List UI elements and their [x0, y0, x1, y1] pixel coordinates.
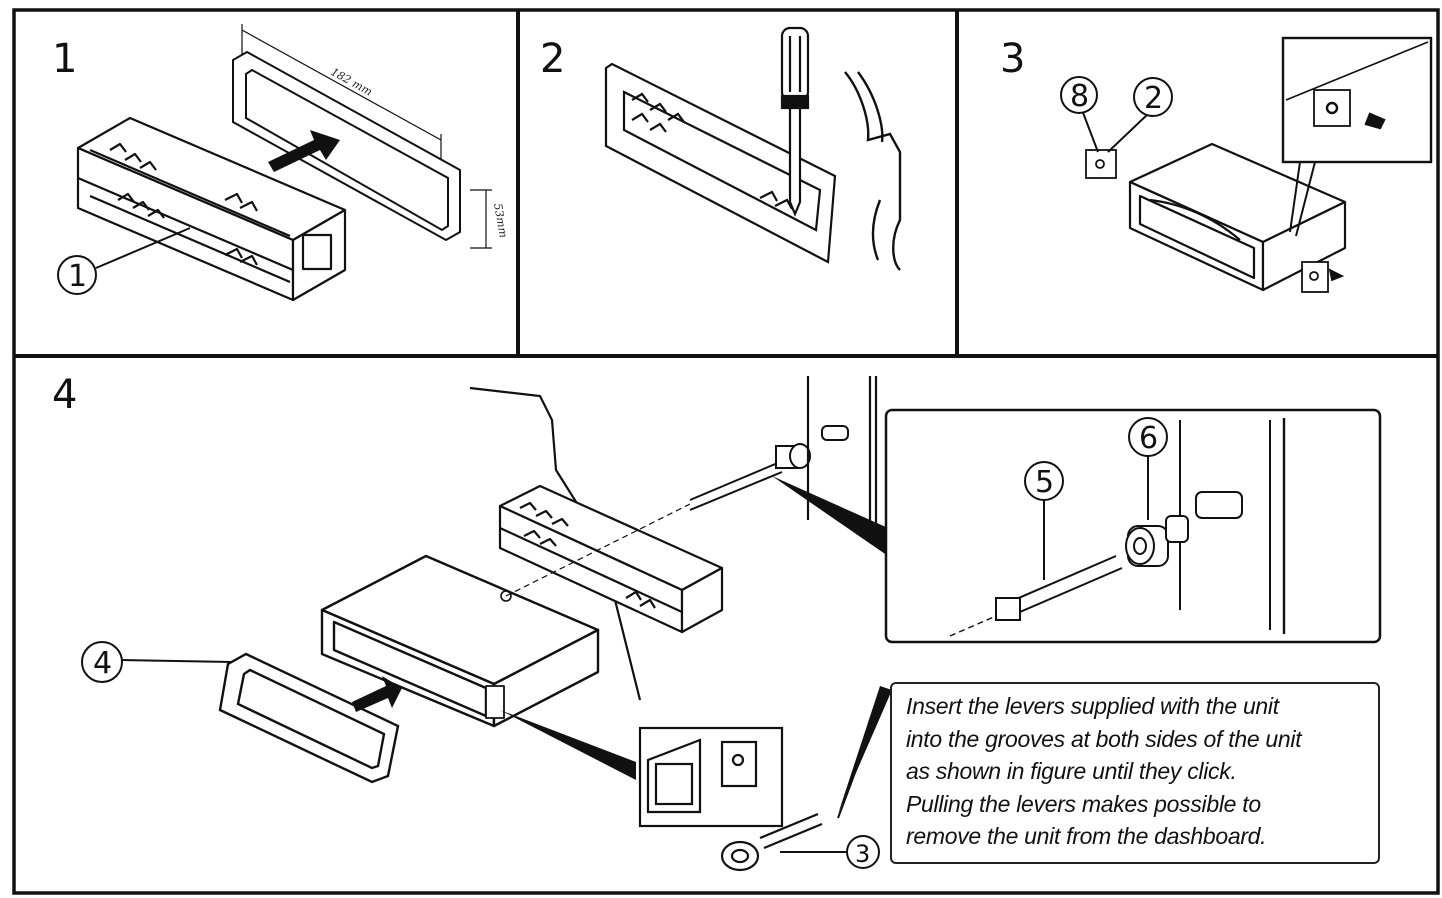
instruction-box: Insert the levers supplied with the unit…: [890, 682, 1380, 864]
callout-label-5: 5: [1035, 465, 1054, 500]
callout-circle-6: [1128, 417, 1168, 457]
screwdriver-icon: [780, 26, 810, 217]
mounting-sleeve-installed: [498, 484, 724, 634]
trim-ring: [218, 652, 400, 784]
dashboard-edge: [844, 71, 902, 271]
callout-label-3: 3: [855, 840, 870, 868]
guide-line: [505, 503, 691, 597]
instruction-line-4: Pulling the levers makes possible to: [906, 790, 1261, 817]
lever-callout-pointer: [838, 686, 892, 814]
instruction-line-5: remove the unit from the dashboard.: [906, 823, 1267, 849]
callout-circle-5: [1024, 461, 1064, 501]
bracket-left: [1085, 149, 1117, 179]
zoom-inset-bolt: 5 6: [884, 408, 1382, 644]
panel-4: 4 4: [52, 372, 1382, 872]
mounting-sleeve: [76, 116, 347, 302]
outer-frame: [12, 8, 1440, 895]
callout-circle-3: [846, 835, 880, 869]
callout-circle-1: [57, 255, 97, 295]
trim-insert-arrow: [352, 676, 402, 712]
callout-circle-8: [1060, 76, 1098, 114]
step-number-2: 2: [540, 36, 565, 82]
step-number-3: 3: [1000, 36, 1025, 82]
dimension-lines: [241, 24, 492, 249]
insert-arrow: [268, 130, 340, 172]
back-strap-bolt: [689, 425, 849, 511]
step-number-4: 4: [52, 372, 77, 418]
dashboard-plate: [604, 62, 837, 264]
instruction-line-1: Insert the levers supplied with the unit: [906, 693, 1279, 719]
zoom-pointer-top: [772, 476, 888, 556]
panel-3: 3 8 2: [1000, 36, 1433, 293]
zoom-inset-lever: [638, 726, 784, 828]
release-lever-icon: [720, 812, 823, 872]
bracket-right: [1301, 261, 1345, 293]
callout-label-1: 1: [68, 259, 87, 294]
instruction-line-3: as shown in figure until they click.: [906, 758, 1237, 784]
dashboard-opening-frame: [232, 50, 461, 242]
step-number-1: 1: [52, 36, 77, 82]
radio-chassis: [320, 554, 600, 728]
callout-circle-4: [81, 641, 123, 683]
zoom-pointer-bottom: [500, 710, 636, 780]
instruction-line-2: into the grooves at both sides of the un…: [906, 725, 1302, 752]
callout-label-6: 6: [1139, 421, 1158, 456]
dimension-height-label: 53mm: [491, 202, 510, 239]
inset-detail: [1281, 36, 1433, 237]
callout-label-4: 4: [93, 646, 112, 681]
callout-label-2: 2: [1144, 81, 1163, 116]
callout-label-8: 8: [1070, 79, 1089, 114]
callout-circle-2: [1133, 77, 1173, 117]
lever-callout-leader: [780, 689, 887, 853]
panel-2: 2: [540, 26, 902, 271]
panel-1: 1 182 mm 53mm: [52, 24, 510, 302]
